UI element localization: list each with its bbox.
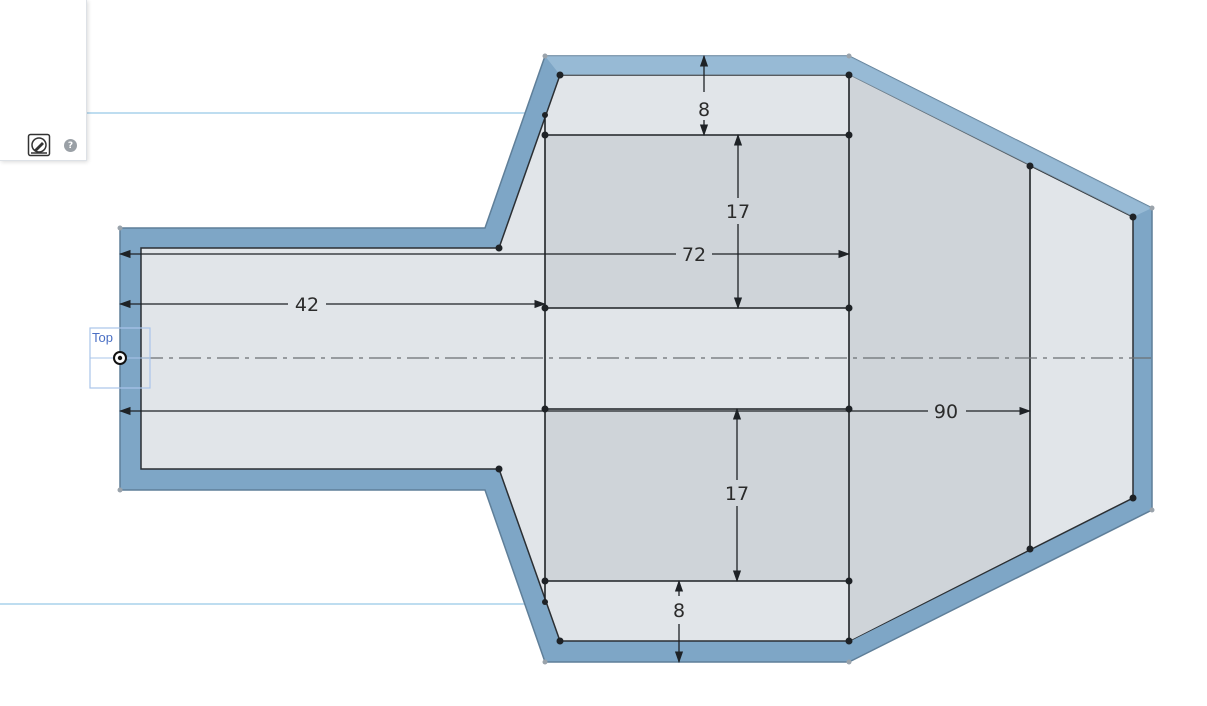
wall-bevel-top <box>545 56 1152 217</box>
help-icon[interactable]: ? <box>64 139 77 152</box>
outer-vertex-points <box>117 53 1155 665</box>
dimension-lines <box>118 54 1032 664</box>
sketch-tool-button[interactable] <box>27 133 51 157</box>
dim-upper-gap[interactable]: 17 <box>726 201 750 223</box>
origin-point-center <box>117 355 123 361</box>
tool-panel: ? <box>0 0 87 161</box>
plane-label[interactable]: Top <box>92 330 113 345</box>
face-upper-block <box>545 135 849 308</box>
dim-bottom-wall[interactable]: 8 <box>673 600 685 622</box>
dim-body-length[interactable]: 90 <box>934 401 958 423</box>
sketch-pencil-icon <box>27 133 51 157</box>
sketch-points <box>495 71 1137 645</box>
sketch-lines <box>544 75 1031 641</box>
dim-overall-length[interactable]: 72 <box>682 244 706 266</box>
face-lower-block <box>545 409 849 581</box>
dim-neck-length[interactable]: 42 <box>295 294 319 316</box>
dim-top-wall[interactable]: 8 <box>698 99 710 121</box>
dim-lower-gap[interactable]: 17 <box>725 483 749 505</box>
